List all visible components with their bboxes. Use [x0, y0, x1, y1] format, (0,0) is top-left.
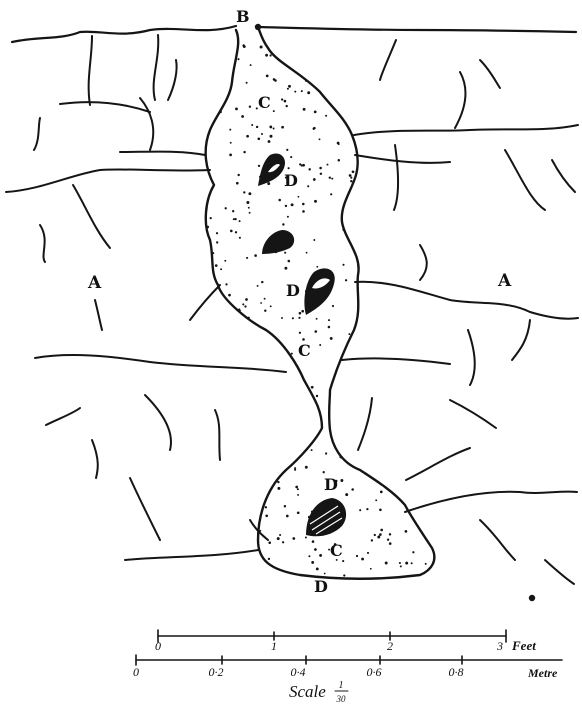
label-c-middle: C	[298, 341, 311, 360]
metre-tick-0-2: 0·2	[209, 665, 224, 679]
label-c-lower: C	[330, 541, 343, 560]
rock-cracks	[6, 35, 578, 584]
feet-tick-0: 0	[155, 639, 161, 653]
scale-caption-denominator: 30	[336, 694, 347, 704]
metre-tick-0-8: 0·8	[449, 665, 464, 679]
inclusion-lower	[306, 498, 346, 536]
feet-tick-1: 1	[271, 639, 277, 653]
label-rock-left: A	[87, 273, 102, 293]
metre-unit-label: Metre	[527, 666, 558, 680]
label-c-upper: C	[258, 93, 271, 112]
point-b-marker	[255, 24, 261, 30]
label-d-bottom: D	[314, 577, 328, 596]
surface-line	[12, 26, 576, 42]
feet-unit-label: Feet	[511, 638, 536, 653]
scale-caption-word: Scale	[289, 682, 326, 701]
inclusion-middle-left	[262, 230, 294, 254]
scale-bar-metre: 0 0·2 0·4 0·6 0·8 Metre	[133, 655, 562, 680]
inclusion-middle-right	[304, 268, 334, 315]
label-d-lower-top: D	[324, 475, 338, 494]
label-d-middle: D	[286, 281, 300, 300]
metre-tick-0: 0	[133, 665, 139, 679]
label-top: B	[236, 7, 250, 26]
vein-stippling	[206, 44, 426, 576]
scale-bar-feet: 0 1 2 3 Feet	[155, 630, 536, 653]
scale-caption: Scale 1 30	[289, 680, 348, 704]
label-d-upper: D	[284, 171, 298, 190]
feet-tick-2: 2	[387, 639, 393, 653]
scale-caption-numerator: 1	[339, 680, 344, 691]
stray-dot	[529, 595, 535, 601]
feet-tick-3: 3	[496, 639, 503, 653]
metre-tick-0-4: 0·4	[291, 665, 306, 679]
metre-tick-0-6: 0·6	[367, 665, 382, 679]
label-rock-right: A	[497, 271, 512, 291]
